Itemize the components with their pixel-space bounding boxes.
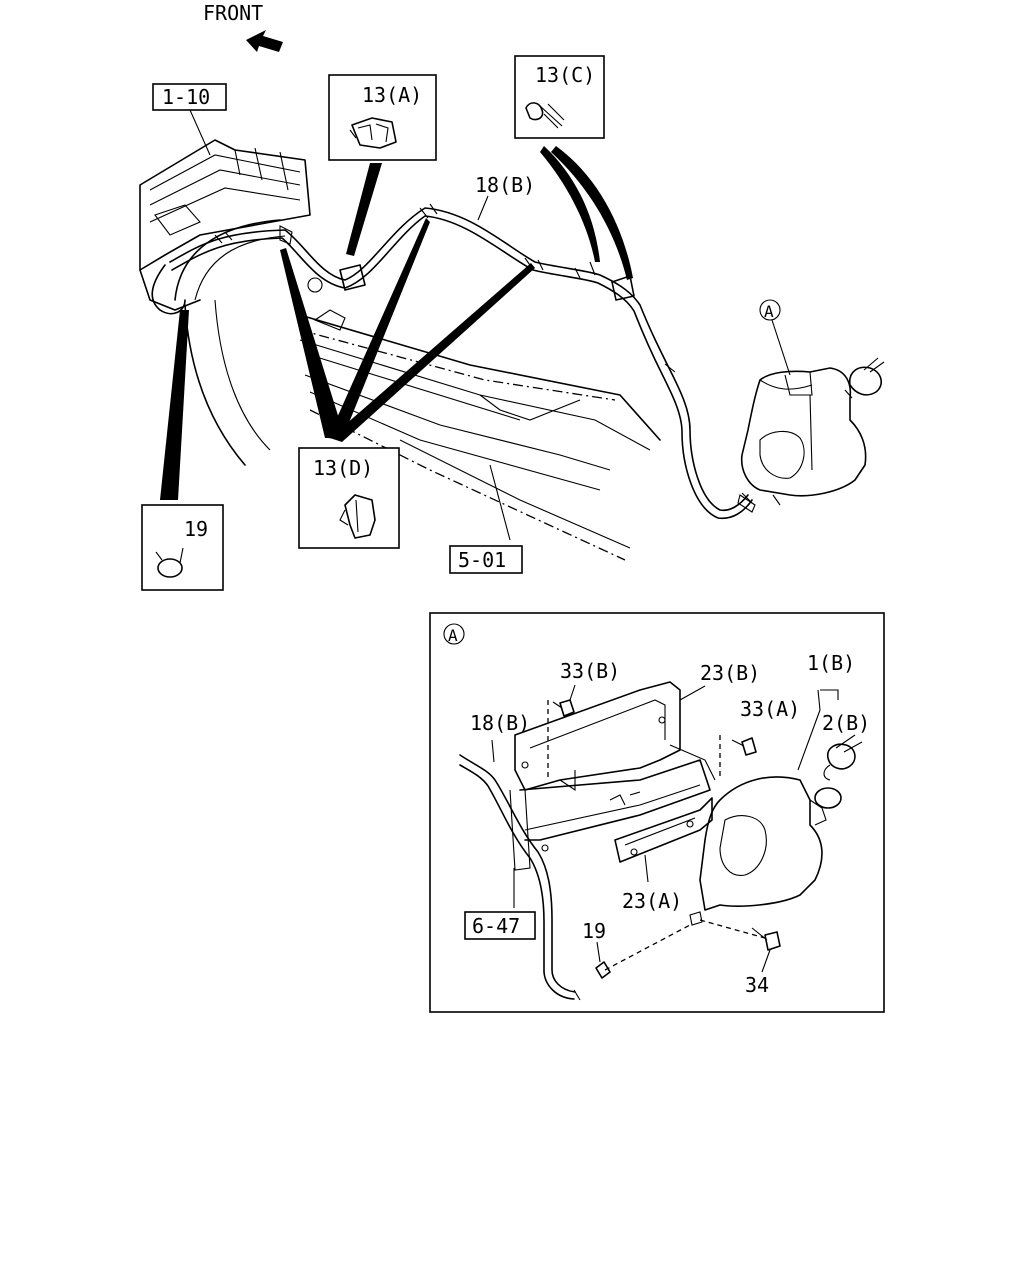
washer-tank-drawing	[737, 357, 885, 513]
clamp-19-detail-icon	[595, 961, 611, 979]
ref-box-5-01: 5-01	[449, 545, 523, 574]
clamp-19-icon	[155, 547, 184, 578]
clip-13a-box: 13(A)	[328, 74, 437, 161]
clip-13c-box: 13(C)	[514, 55, 605, 139]
hose-18b-label: 18(B)	[475, 173, 535, 197]
leader-wedges	[160, 146, 633, 500]
bracket-23b-drawing	[514, 681, 716, 792]
clip-13c-icon	[525, 102, 565, 129]
bolt-34-label: 34	[745, 973, 769, 997]
front-indicator: FRONT	[203, 1, 283, 52]
detail-a-panel: A	[429, 612, 885, 1013]
clip-13d-box: 13(D)	[298, 447, 400, 549]
bolt-33b-icon	[552, 699, 575, 717]
ref-6-47-label: 6-47	[472, 914, 520, 938]
bracket-23b-label: 23(B)	[700, 661, 760, 685]
bracket-23a-drawing	[614, 797, 713, 863]
detail-a-title: A	[448, 626, 458, 645]
cap-2b-label: 2(B)	[822, 711, 870, 735]
engine-compartment-drawing	[139, 139, 311, 466]
bolt-33a-icon	[731, 737, 757, 756]
hose-18b-detail-drawing	[459, 754, 581, 1001]
tank-1b-label: 1(B)	[807, 651, 855, 675]
clip-13a-icon	[349, 117, 397, 149]
leader-lines	[189, 109, 791, 541]
bolt-33a-label: 33(A)	[740, 697, 800, 721]
clamp-19-detail-label: 19	[582, 919, 606, 943]
ref-box-1-10: 1-10	[152, 83, 227, 111]
hose-18b-detail-label: 18(B)	[470, 711, 530, 735]
clip-13a-label: 13(A)	[362, 83, 422, 107]
clamp-19-label: 19	[184, 517, 208, 541]
alignment-lines	[547, 700, 766, 971]
washer-hose-18b	[169, 203, 753, 520]
bolt-33b-label: 33(B)	[560, 659, 620, 683]
clip-13d-label: 13(D)	[313, 456, 373, 480]
front-arrow-icon	[246, 30, 283, 52]
ref-5-01-label: 5-01	[458, 548, 506, 572]
main-view: 1-10 13(A) 13(C) 18(B) A	[139, 55, 885, 591]
bracket-23a-label: 23(A)	[622, 889, 682, 913]
front-label: FRONT	[203, 1, 263, 25]
clamp-19-box: 19	[141, 504, 224, 591]
clip-13c-label: 13(C)	[535, 63, 595, 87]
detail-a-marker-label: A	[764, 302, 774, 321]
ref-box-6-47: 6-47	[464, 911, 536, 940]
clip-13d-icon	[339, 494, 376, 539]
ref-1-10-label: 1-10	[162, 85, 210, 109]
washer-tank-detail-drawing	[689, 776, 842, 926]
detail-leader-lines	[491, 684, 839, 973]
cap-2b-icon	[823, 734, 863, 781]
detail-a-marker: A	[759, 299, 781, 321]
